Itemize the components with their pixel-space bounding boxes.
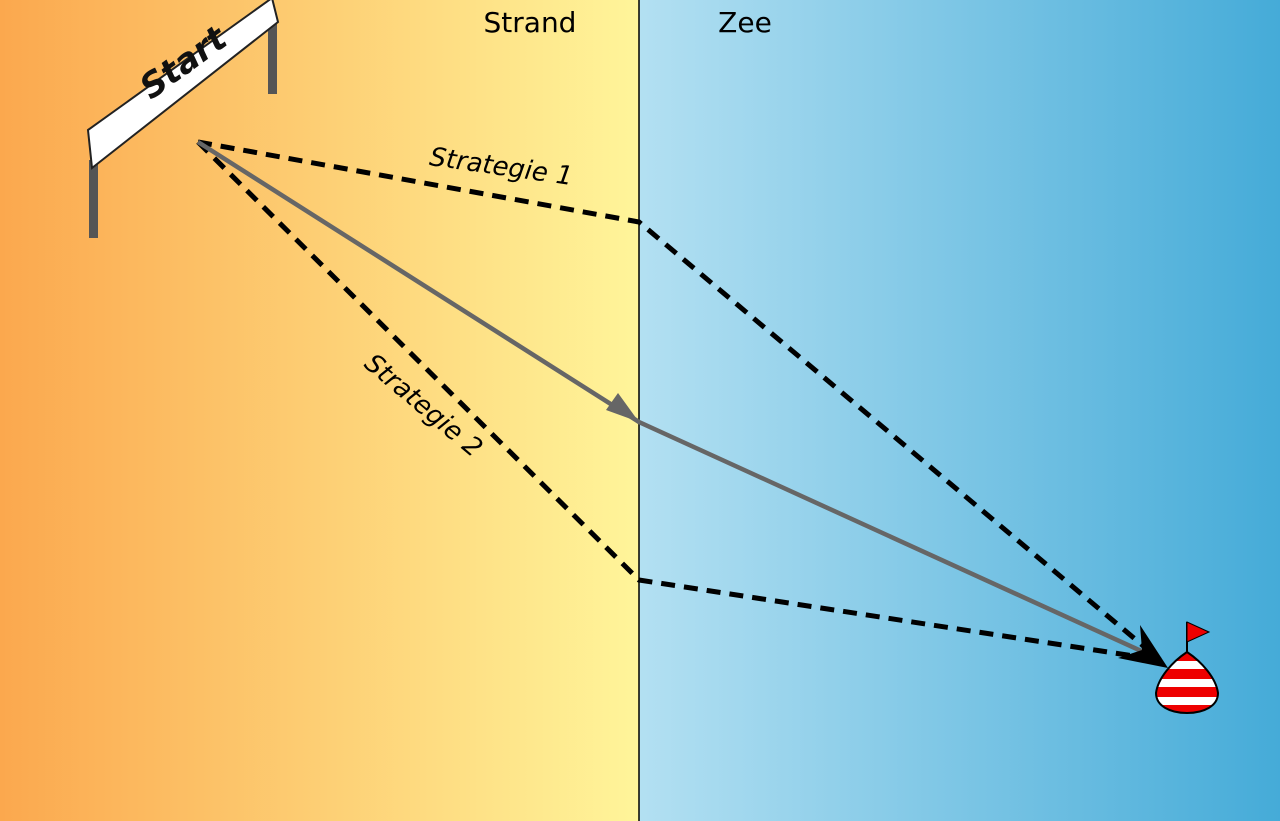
target-arrowhead [1118, 625, 1168, 668]
start-gate-post-left [89, 160, 98, 238]
buoy-stripe [1156, 697, 1218, 705]
start-gate-banner [86, 0, 280, 170]
buoy-stripe [1156, 661, 1218, 669]
buoy-stripe [1156, 679, 1218, 687]
buoy-outline [1154, 650, 1220, 715]
strategy-2-path [196, 140, 1161, 663]
start-gate-post-right [268, 20, 277, 94]
strategy-1-path [197, 139, 1162, 662]
optimal-path-arrowhead [606, 393, 639, 422]
beach-label: Strand [484, 6, 577, 39]
buoy-flag [1186, 621, 1211, 643]
sea-label: Zee [718, 6, 772, 39]
